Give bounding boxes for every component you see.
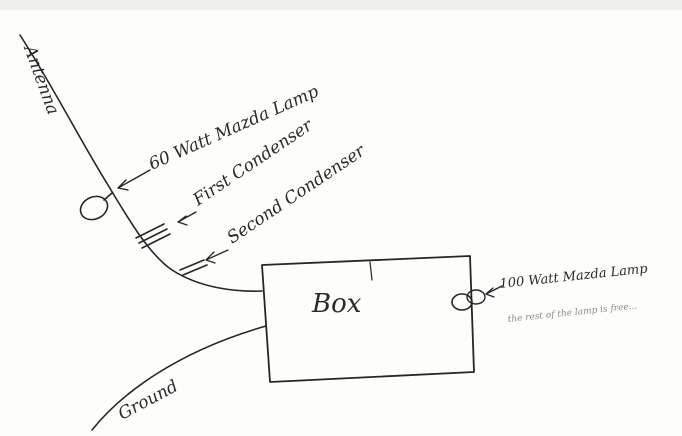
lamp-100-note: the rest of the lamp is free...: [507, 301, 638, 325]
lamp-100-icon: [451, 289, 486, 311]
box-outline: [261, 255, 475, 383]
lamp-100-label: 100 Watt Mazda Lamp: [499, 261, 649, 292]
second-condenser-arrow: [205, 249, 229, 264]
lamp-60-icon: [79, 192, 113, 221]
paper-edge: [0, 0, 682, 10]
lamp-100-arrow: [485, 285, 503, 298]
second-condenser-icon: [179, 259, 208, 276]
antenna-label: Antenna: [19, 41, 63, 118]
box-tick: [369, 261, 373, 281]
first-condenser-arrow: [177, 211, 197, 226]
box-label: Box: [311, 289, 362, 319]
lamp-60-arrow: [117, 169, 151, 191]
ground-wire: [91, 325, 267, 431]
first-condenser-icon: [135, 223, 171, 249]
ground-label: Ground: [115, 376, 182, 424]
antenna-wire: [19, 34, 263, 292]
